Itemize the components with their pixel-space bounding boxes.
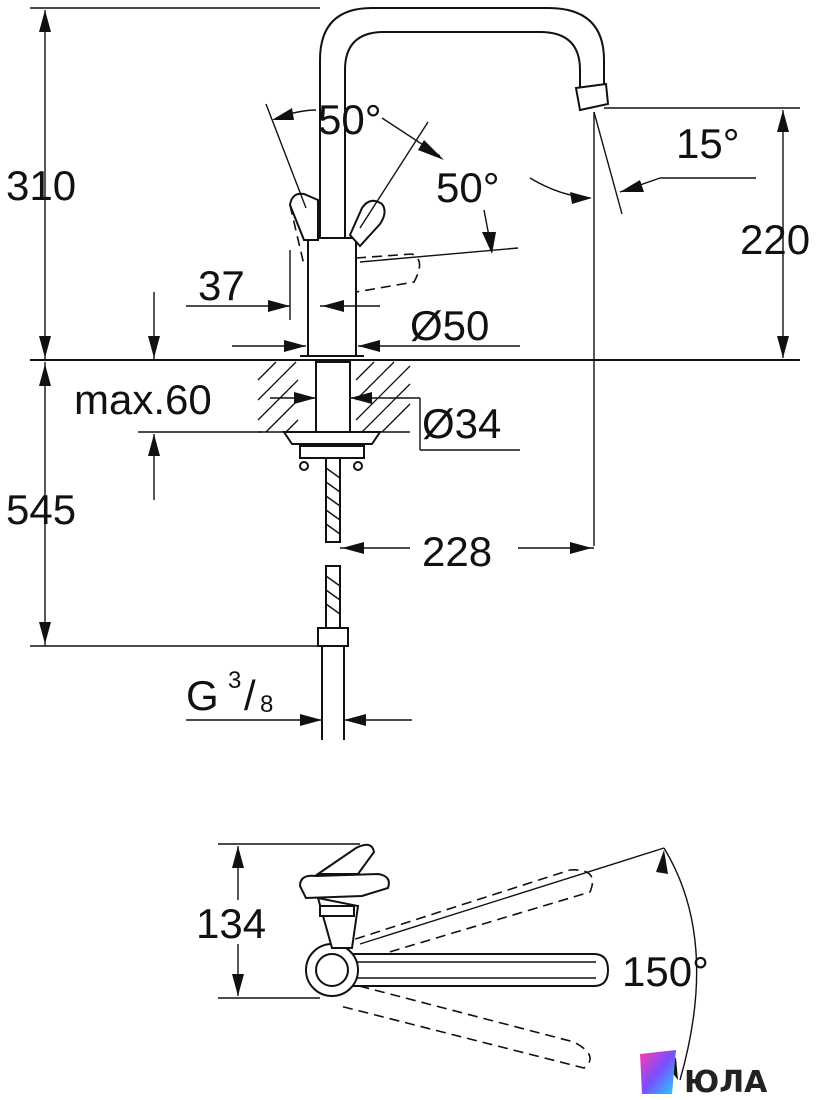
body-top [305, 943, 359, 997]
spout-ghost-upper [339, 869, 594, 963]
thread-numerator: 3 [228, 667, 241, 694]
spout [319, 7, 605, 240]
dim-220: 220 [740, 216, 810, 263]
lever-right [348, 199, 386, 248]
top-view: 134 150° [196, 843, 709, 1081]
thread-slash: / [244, 672, 256, 719]
aerator [574, 82, 610, 112]
angle-spout: 15° [676, 120, 740, 167]
spout-top [329, 953, 610, 987]
faucet-body [307, 237, 357, 357]
thread-spec: G 3 / 8 [186, 667, 273, 719]
hose-connector [317, 627, 349, 647]
dim-37: 37 [198, 262, 245, 309]
lever-top [298, 872, 390, 900]
dim-228: 228 [422, 528, 492, 575]
dim-diameter-34: Ø34 [422, 400, 501, 447]
spout-ghost-lower [339, 981, 591, 1069]
dim-max-60: max.60 [74, 376, 212, 423]
dim-diameter-50: Ø50 [410, 302, 489, 349]
mounting-plate [299, 445, 365, 459]
yula-logo-text: ЮЛА [684, 1065, 768, 1100]
front-elevation: 310 545 220 228 37 Ø50 Ø34 max.60 50° 50… [6, 7, 810, 740]
dim-134: 134 [196, 900, 266, 947]
lever-left [288, 192, 319, 241]
dim-310: 310 [6, 162, 76, 209]
supply-hose [325, 457, 341, 543]
shank [315, 361, 351, 433]
thread-denominator: 8 [260, 691, 273, 718]
angle-lever-left: 50° [318, 96, 382, 143]
angle-lever-right: 50° [436, 164, 500, 211]
angle-swivel: 150° [622, 948, 709, 995]
dim-545: 545 [6, 486, 76, 533]
lever-ghost [355, 253, 421, 293]
thread-g: G [186, 672, 219, 719]
yula-logo: ЮЛА [640, 1050, 768, 1100]
yula-logo-mark [640, 1050, 676, 1094]
mounting-nut [282, 431, 382, 445]
